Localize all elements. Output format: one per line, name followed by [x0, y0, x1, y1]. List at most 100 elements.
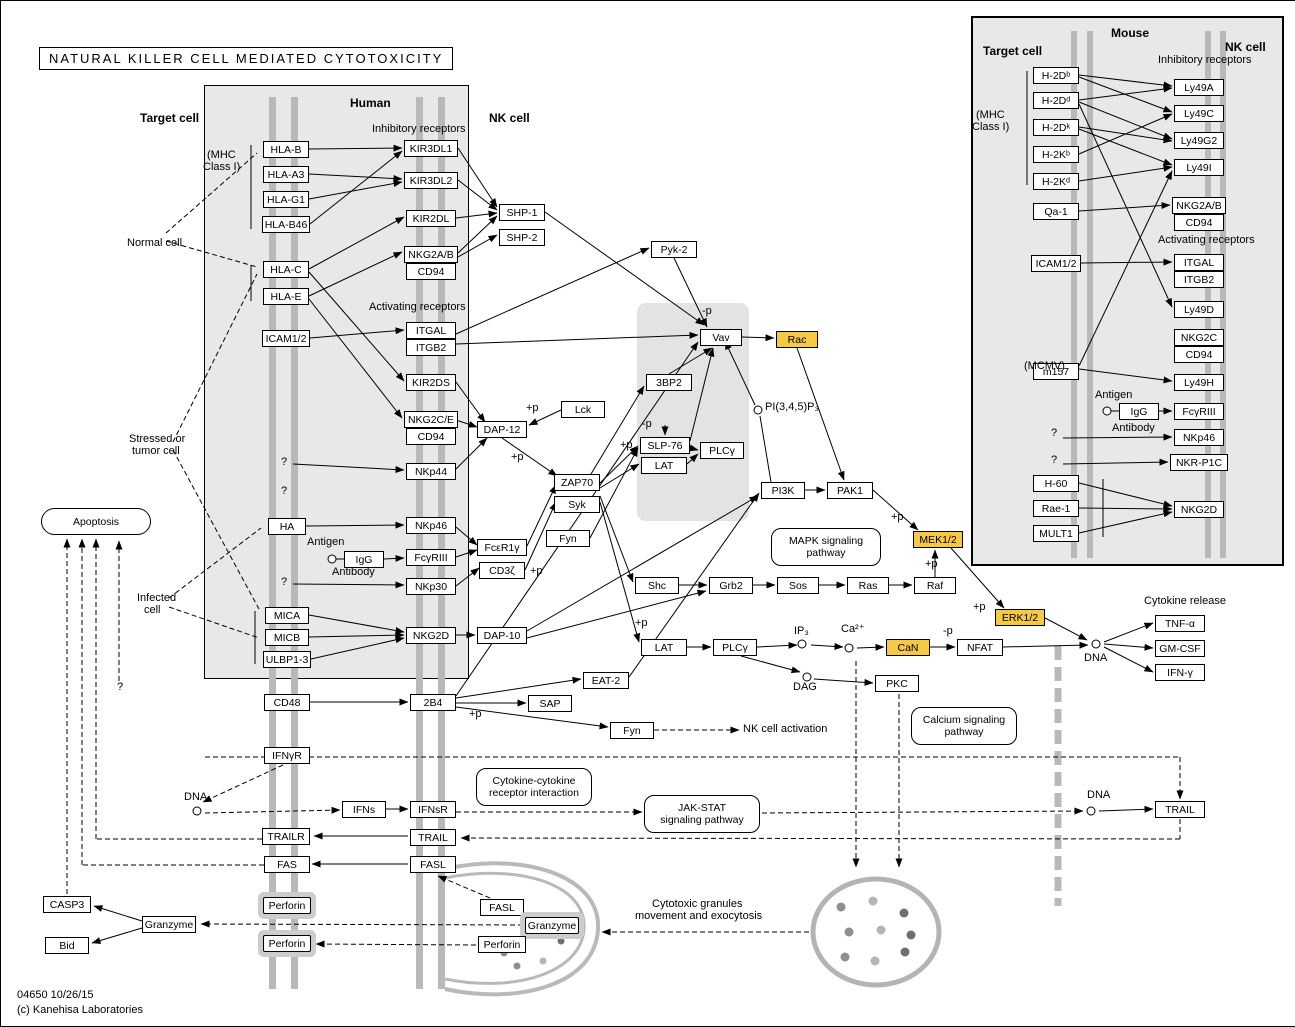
node-ly49a[interactable]: Ly49A — [1174, 79, 1224, 96]
node-kir2ds[interactable]: KIR2DS — [406, 374, 456, 391]
node-erk1-2[interactable]: ERK1/2 — [995, 609, 1045, 626]
node-grb2[interactable]: Grb2 — [709, 577, 753, 594]
node-lat-1[interactable]: LAT — [641, 457, 687, 474]
node-igg-m[interactable]: IgG — [1119, 403, 1159, 420]
node-nkg2ab[interactable]: NKG2A/B — [404, 246, 458, 263]
node-pyk-2[interactable]: Pyk-2 — [651, 241, 697, 258]
node-ifns[interactable]: IFNs — [342, 801, 386, 818]
node-raf[interactable]: Raf — [914, 577, 956, 594]
node-dap-10[interactable]: DAP-10 — [477, 627, 527, 644]
node-dap-12[interactable]: DAP-12 — [477, 421, 527, 438]
node-plcg-2[interactable]: PLCγ — [713, 639, 757, 656]
node-mica[interactable]: MICA — [265, 607, 309, 624]
node-ly49i[interactable]: Ly49I — [1174, 159, 1224, 176]
node-itgb2[interactable]: ITGB2 — [406, 339, 456, 356]
node-cytokine-receptor[interactable]: Cytokine-cytokine receptor interaction — [476, 768, 592, 806]
node-h-2dd[interactable]: H-2Dᵈ — [1033, 92, 1079, 109]
node-vav[interactable]: Vav — [700, 329, 742, 346]
node-cd3z[interactable]: CD3ζ — [479, 562, 525, 579]
node-trail-r[interactable]: TRAIL — [1155, 801, 1205, 818]
node-calcium-pathway[interactable]: Calcium signaling pathway — [911, 707, 1017, 745]
node-nkg2ab-m[interactable]: NKG2A/B — [1172, 197, 1226, 214]
node-granzyme-t[interactable]: Granzyme — [142, 916, 196, 933]
node-jak-stat[interactable]: JAK-STAT signaling pathway — [644, 795, 760, 833]
node-cd94-1[interactable]: CD94 — [406, 263, 456, 280]
node-zap70[interactable]: ZAP70 — [554, 474, 600, 491]
node-trailr[interactable]: TRAILR — [262, 828, 310, 845]
node-nkp30[interactable]: NKp30 — [406, 578, 456, 595]
node-hla-b46[interactable]: HLA-B46 — [262, 216, 310, 233]
node-hla-g1[interactable]: HLA-G1 — [263, 191, 309, 208]
node-icam12-m[interactable]: ICAM1/2 — [1031, 255, 1081, 272]
node-eat-2[interactable]: EAT-2 — [583, 672, 629, 689]
node-nkg2d[interactable]: NKG2D — [406, 627, 456, 644]
node-fcgriii-m[interactable]: FcγRIII — [1174, 403, 1224, 420]
node-apoptosis[interactable]: Apoptosis — [41, 508, 151, 535]
node-nfat[interactable]: NFAT — [957, 639, 1003, 656]
node-cd94-2[interactable]: CD94 — [406, 428, 456, 445]
node-fcgriii[interactable]: FcγRIII — [406, 549, 456, 566]
node-micb[interactable]: MICB — [265, 629, 309, 646]
node-m157[interactable]: m157 — [1033, 363, 1079, 380]
node-perforin-m1[interactable]: Perforin — [263, 897, 311, 914]
node-rac[interactable]: Rac — [776, 331, 818, 348]
node-shp-1[interactable]: SHP-1 — [499, 204, 545, 221]
node-hla-a3[interactable]: HLA-A3 — [263, 166, 309, 183]
node-cd94-m2[interactable]: CD94 — [1174, 346, 1224, 363]
node-cd94-m1[interactable]: CD94 — [1174, 214, 1224, 231]
node-hla-c[interactable]: HLA-C — [263, 261, 309, 278]
node-can[interactable]: CaN — [886, 639, 930, 656]
node-icam12-h[interactable]: ICAM1/2 — [262, 330, 310, 347]
node-rae-1[interactable]: Rae-1 — [1033, 500, 1079, 517]
node-itgb2-m[interactable]: ITGB2 — [1174, 271, 1224, 288]
node-bid[interactable]: Bid — [45, 937, 89, 954]
node-mult1[interactable]: MULT1 — [1033, 525, 1079, 542]
node-2b4[interactable]: 2B4 — [410, 694, 456, 711]
node-igg-h[interactable]: IgG — [344, 551, 384, 568]
node-fcer1g[interactable]: FcεR1γ — [477, 539, 527, 556]
node-ha[interactable]: HA — [268, 518, 306, 535]
node-fyn-2[interactable]: Fyn — [610, 722, 654, 739]
node-lck[interactable]: Lck — [561, 401, 605, 418]
node-kir2dl[interactable]: KIR2DL — [406, 210, 456, 227]
node-ly49d[interactable]: Ly49D — [1174, 301, 1224, 318]
node-plcg-1[interactable]: PLCγ — [700, 442, 744, 459]
node-shp-2[interactable]: SHP-2 — [499, 229, 545, 246]
node-itgal[interactable]: ITGAL — [406, 322, 456, 339]
node-nkp46[interactable]: NKp46 — [406, 517, 456, 534]
node-nkg2ce[interactable]: NKG2C/E — [404, 411, 458, 428]
node-perforin-v[interactable]: Perforin — [478, 936, 526, 953]
node-ulbp1-3[interactable]: ULBP1-3 — [263, 651, 311, 668]
node-sos[interactable]: Sos — [777, 577, 819, 594]
node-pak1[interactable]: PAK1 — [827, 482, 873, 499]
node-ras[interactable]: Ras — [847, 577, 889, 594]
node-h-2kb[interactable]: H-2Kᵇ — [1033, 146, 1079, 163]
node-granzyme-v[interactable]: Granzyme — [525, 917, 579, 934]
node-hla-e[interactable]: HLA-E — [263, 288, 309, 305]
node-3bp2[interactable]: 3BP2 — [646, 374, 692, 391]
node-fasl-m[interactable]: FASL — [410, 856, 456, 873]
node-itgal-m[interactable]: ITGAL — [1174, 254, 1224, 271]
node-sap[interactable]: SAP — [528, 695, 572, 712]
node-nkg2c-m[interactable]: NKG2C — [1174, 329, 1224, 346]
node-h-2dk[interactable]: H-2Dᵏ — [1033, 119, 1079, 136]
node-h-60[interactable]: H-60 — [1033, 475, 1079, 492]
node-ifngr[interactable]: IFNγR — [264, 747, 310, 764]
node-slp-76[interactable]: SLP-76 — [640, 437, 690, 454]
node-kir3dl1[interactable]: KIR3DL1 — [404, 140, 458, 157]
node-ifnsr[interactable]: IFNsR — [410, 801, 456, 818]
node-tnf-a[interactable]: TNF-α — [1155, 615, 1205, 632]
node-ly49c[interactable]: Ly49C — [1174, 105, 1224, 122]
node-kir3dl2[interactable]: KIR3DL2 — [404, 172, 458, 189]
node-trail-m[interactable]: TRAIL — [410, 829, 456, 846]
node-fasl-v[interactable]: FASL — [480, 899, 524, 916]
node-syk[interactable]: Syk — [554, 496, 600, 513]
node-gm-csf[interactable]: GM-CSF — [1155, 640, 1205, 657]
node-fas[interactable]: FAS — [264, 856, 310, 873]
node-perforin-m2[interactable]: Perforin — [263, 935, 311, 952]
node-mapk-pathway[interactable]: MAPK signaling pathway — [771, 528, 881, 566]
node-qa-1[interactable]: Qa-1 — [1033, 203, 1079, 220]
node-nkp44[interactable]: NKp44 — [406, 463, 456, 480]
node-lat-2[interactable]: LAT — [641, 639, 687, 656]
node-pkc[interactable]: PKC — [875, 675, 919, 692]
